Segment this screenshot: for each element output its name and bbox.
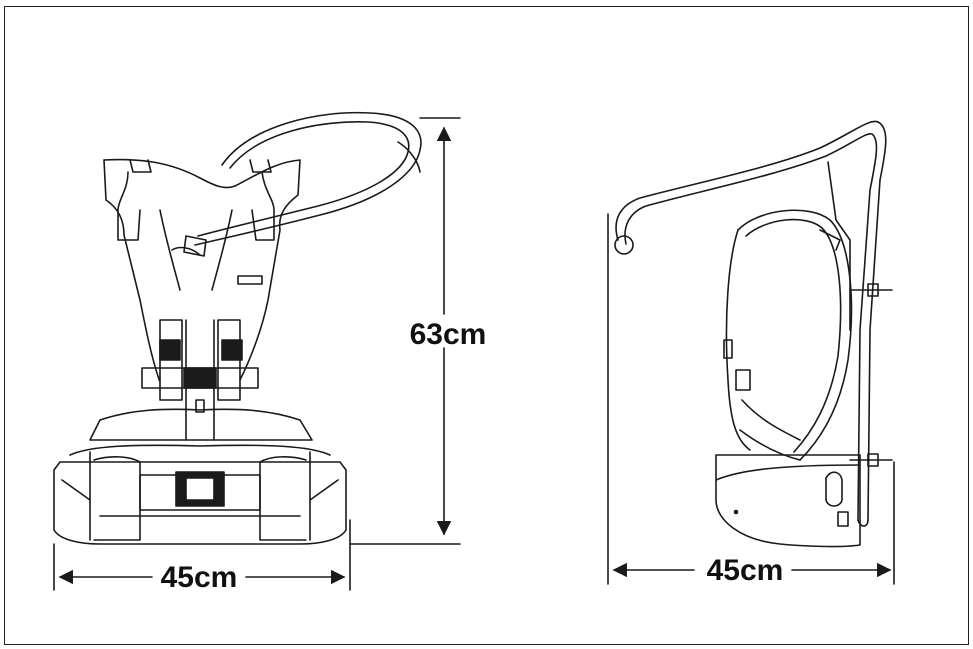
harness-side (723, 161, 893, 467)
front-height-label: 63cm (410, 318, 487, 351)
shoulder-harness-front (103, 158, 301, 383)
side-dimension-lines (607, 213, 895, 585)
waist-belt-front (53, 408, 347, 545)
drawing-frame (4, 6, 969, 645)
support-arm-side (614, 120, 887, 527)
front-dimension-lines (53, 117, 461, 591)
side-view (607, 120, 895, 585)
hip-belt-side (715, 454, 861, 548)
chest-buckles-front (141, 319, 259, 441)
front-view (53, 111, 461, 591)
front-width-label: 45cm (161, 561, 238, 594)
side-depth-label: 45cm (707, 554, 784, 587)
support-arm-front (183, 111, 422, 257)
